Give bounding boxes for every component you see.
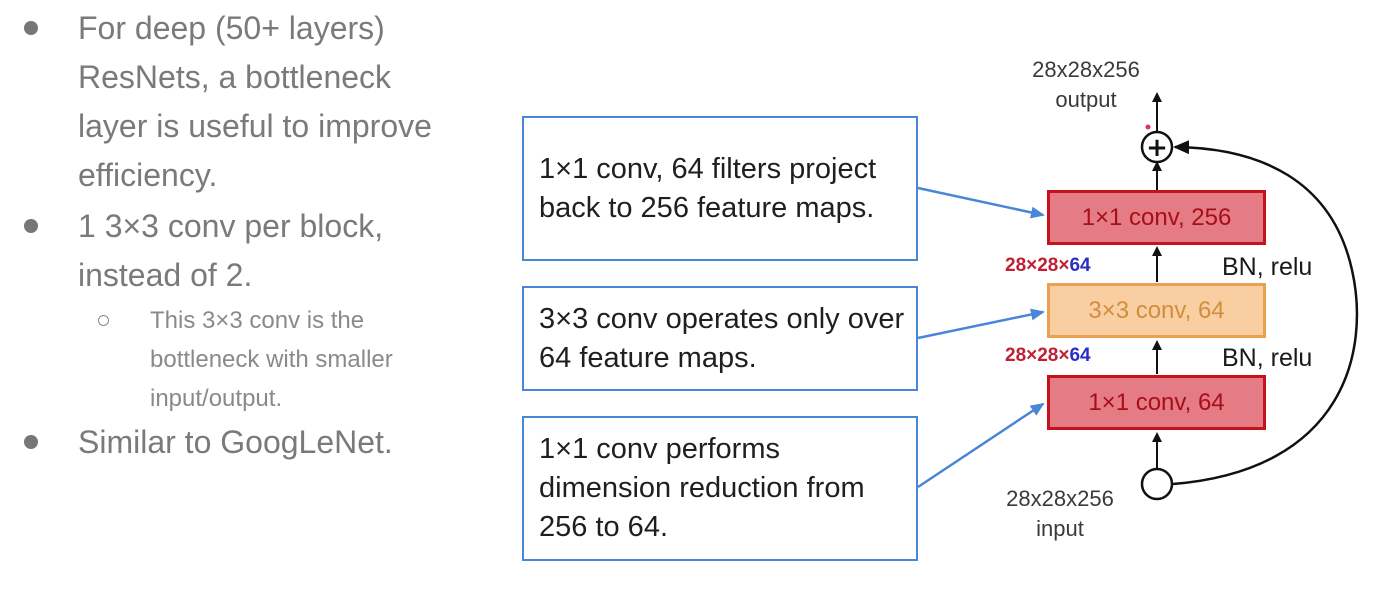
dim-label-upper-channels: 64 [1069,255,1091,276]
callout-project-back-text: 1×1 conv, 64 filters project back to 256… [539,152,877,224]
bullet-item-bottleneck: For deep (50+ layers) ResNets, a bottlen… [78,10,432,193]
callout-arrow-bottom [917,402,1045,489]
dim-label-lower-spatial: 28×28× [1005,345,1070,366]
dim-label-upper-spatial: 28×28× [1005,255,1070,276]
dim-label-upper: 28×28×64 [1005,256,1091,276]
callout-dimension-reduction-text: 1×1 conv performs dimension reduction fr… [539,433,865,543]
skip-connection-arrow [1172,140,1359,486]
layer-1x1-conv-64-label: 1×1 conv, 64 [1088,388,1225,416]
sub-bullet-item-bottleneck-conv: This 3×3 conv is the bottleneck with sma… [150,307,393,412]
bullet-list: For deep (50+ layers) ResNets, a bottlen… [0,0,470,589]
input-text: input [1036,516,1084,541]
callout-project-back: 1×1 conv, 64 filters project back to 256… [522,116,918,261]
output-size: 28x28x256 [1032,57,1140,82]
callout-dimension-reduction: 1×1 conv performs dimension reduction fr… [522,416,918,561]
callout-3x3-operates-text: 3×3 conv operates only over 64 feature m… [539,302,905,374]
bullet-dot [24,435,38,449]
layer-1x1-conv-64: 1×1 conv, 64 [1047,375,1266,430]
bullet-item-one-conv: 1 3×3 conv per block, instead of 2. [78,208,384,293]
layer-1x1-conv-256-label: 1×1 conv, 256 [1081,203,1232,231]
output-text: output [1055,87,1117,112]
bullet-item-googlenet: Similar to GoogLeNet. [78,424,393,460]
input-node-icon [1140,467,1174,501]
callout-arrow-top [917,186,1045,219]
input-label: 28x28x256 input [990,484,1130,544]
layer-1x1-conv-256: 1×1 conv, 256 [1047,190,1266,245]
activation-label-lower: BN, relu [1222,344,1313,372]
layer-3x3-conv-64: 3×3 conv, 64 [1047,283,1266,338]
activation-label-upper: BN, relu [1222,253,1313,281]
callout-arrow-middle [917,308,1045,340]
callout-3x3-operates: 3×3 conv operates only over 64 feature m… [522,286,918,391]
sub-bullet-ring [98,315,109,326]
layer-3x3-conv-64-label: 3×3 conv, 64 [1088,296,1225,324]
cursor-dot-icon [1145,124,1151,130]
add-symbol: + [1146,133,1168,163]
output-label: 28x28x256 output [1016,55,1156,115]
dim-label-lower: 28×28×64 [1005,346,1091,366]
add-node-icon [1140,130,1174,164]
bullet-dot [24,21,38,35]
input-size: 28x28x256 [1006,486,1114,511]
dim-label-lower-channels: 64 [1069,345,1091,366]
bullet-dot [24,219,38,233]
